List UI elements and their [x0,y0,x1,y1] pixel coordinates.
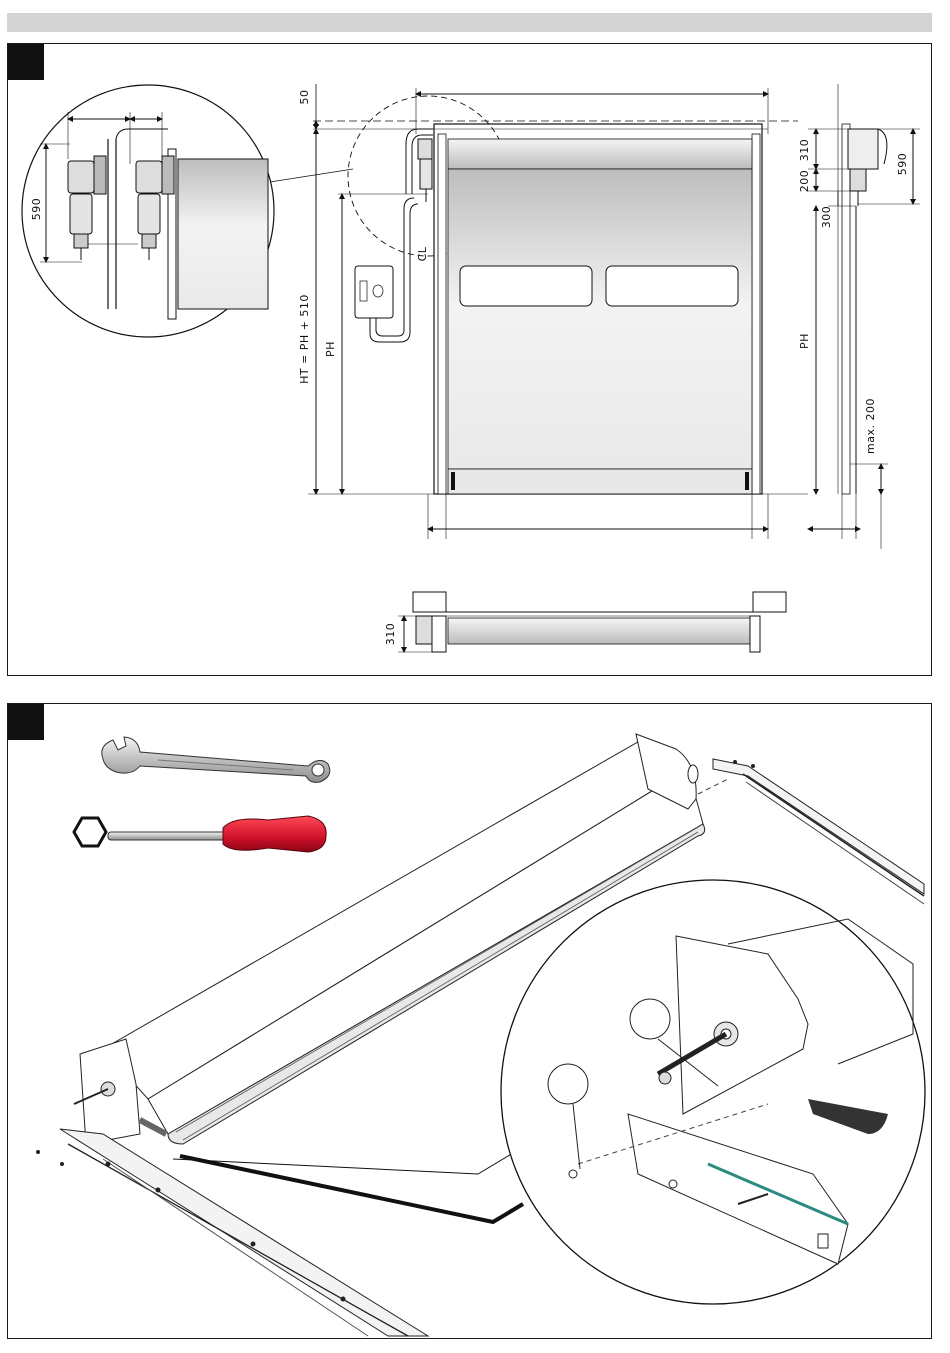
detail-zoom-circle [501,880,925,1304]
window-right [606,266,738,306]
dim-side-590: 590 [896,153,909,176]
detail-dim-590: 590 [30,198,43,221]
callout-circle [548,1064,588,1104]
wrench-icon [102,737,330,782]
window-left [460,266,592,306]
assembly-drawing [8,704,933,1340]
screwdriver-icon [74,816,326,852]
door-frame [418,124,762,494]
dim-side-200: 200 [798,170,811,193]
dimension-drawing-panel: 590 50 HT = PH + 510 PH CL [7,43,932,676]
dim-ht: HT = PH + 510 [298,294,311,384]
dim-side-310: 310 [798,139,811,162]
plan-view: 310 [384,592,786,652]
dim-max-200: max. 200 [864,398,877,454]
dim-plan-310: 310 [384,623,397,646]
callout-circle [630,999,670,1039]
dim-ph-right: PH [798,333,811,349]
detail-circle: 590 [22,85,274,337]
dim-cl: CL [416,246,429,261]
assembly-panel [7,703,932,1339]
dim-50: 50 [298,90,311,105]
dimension-drawing: 590 50 HT = PH + 510 PH CL [8,44,933,677]
rail-bottom [36,1129,428,1336]
dim-side-300: 300 [820,206,833,229]
dim-ph-left: PH [324,341,337,357]
header-bar [7,13,932,32]
side-view: 310 200 300 590 PH max. 200 [798,84,920,549]
